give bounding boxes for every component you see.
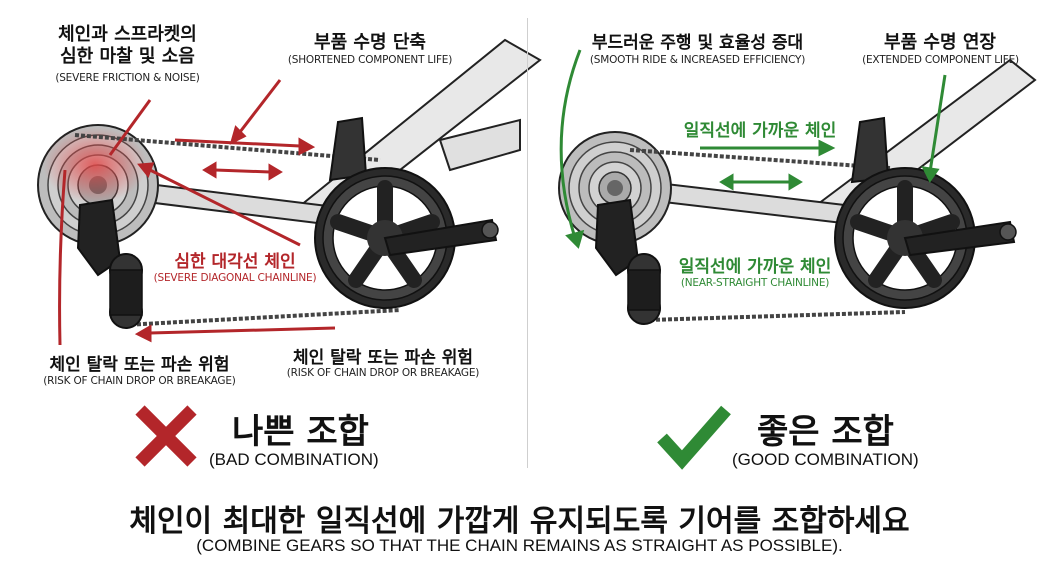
chain-lower (124, 308, 401, 327)
rear-derailleur (76, 198, 143, 329)
bad-drivetrain (37, 38, 542, 346)
chainline-label-ko: 심한 대각선 체인 (174, 252, 296, 272)
good-verdict-subtitle: (GOOD COMBINATION) (732, 450, 919, 469)
friction-label: 체인과 스프라켓의 심한 마찰 및 소음 (20, 24, 235, 68)
chainline-label-en: (SEVERE DIAGONAL CHAINLINE) (153, 272, 317, 284)
risk-left-en: (RISK OF CHAIN DROP OR BREAKAGE) (43, 375, 236, 387)
bad-verdict-subtitle: (BAD COMBINATION) (209, 450, 379, 469)
crank-arm (903, 220, 1016, 257)
red-arrows (58, 79, 336, 346)
panel-divider (527, 18, 528, 468)
extended-life-label-ko: 부품 수명 연장 (884, 32, 996, 53)
smooth-label-ko: 부드러운 주행 및 효율성 증대 (591, 33, 804, 53)
chain-upper (629, 148, 891, 170)
chainring (834, 167, 976, 309)
risk-right-en: (RISK OF CHAIN DROP OR BREAKAGE) (286, 367, 480, 379)
good-verdict-title: 좋은 조합 (757, 412, 894, 452)
seat-tube (438, 118, 521, 172)
life-label-ko: 부품 수명 단축 (314, 32, 426, 53)
risk-left-ko: 체인 탈락 또는 파손 위험 (49, 355, 230, 375)
chainline-label-ko: 일직선에 가까운 체인 (678, 257, 832, 277)
life-label-en: (SHORTENED COMPONENT LIFE) (287, 54, 453, 66)
good-drivetrain (558, 49, 1037, 325)
crank-arm (383, 218, 498, 257)
rear-derailleur (594, 198, 661, 325)
chainline-label-en: (NEAR-STRAIGHT CHAINLINE) (680, 277, 830, 289)
smooth-label-en: (SMOOTH RIDE & INCREASED EFFICIENCY) (589, 54, 806, 66)
risk-right-ko: 체인 탈락 또는 파손 위험 (292, 348, 474, 368)
footer-advice-en: (COMBINE GEARS SO THAT THE CHAIN REMAINS… (196, 536, 843, 555)
footer-advice-ko: 체인이 최대한 일직선에 가깝게 유지되도록 기어를 조합하세요 (129, 504, 910, 539)
friction-glow (43, 127, 147, 203)
front-derailleur (328, 116, 368, 182)
friction-label-ko-line1: 체인과 스프라켓의 (58, 24, 197, 45)
top-chain-label: 일직선에 가까운 체인 (683, 121, 837, 141)
friction-label-ko-line2: 심한 마찰 및 소음 (60, 46, 195, 67)
bad-verdict-title: 나쁜 조합 (232, 412, 369, 452)
green-arrows (559, 49, 947, 249)
chain-upper (74, 133, 381, 162)
cross-icon (135, 405, 197, 467)
extended-life-label-en: (EXTENDED COMPONENT LIFE) (862, 54, 1019, 66)
check-icon (657, 405, 731, 470)
chain-lower (649, 310, 906, 322)
friction-label-en: (SEVERE FRICTION & NOISE) (55, 72, 200, 84)
